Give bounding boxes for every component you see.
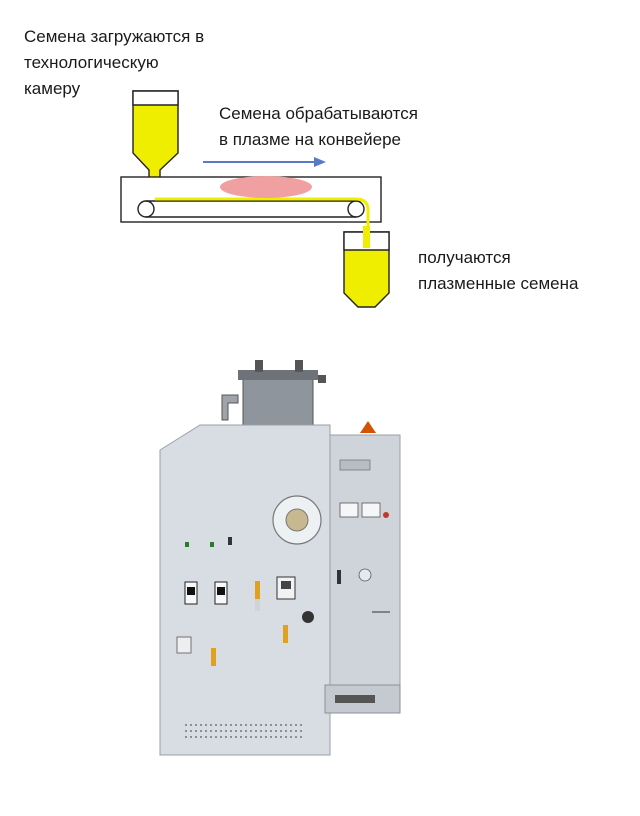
plasma-processing-label: Семена обрабатываются в плазме на конвей…	[219, 104, 418, 149]
receiving-hopper	[343, 226, 390, 308]
process-schematic	[120, 90, 390, 308]
right-cabinet	[329, 421, 401, 686]
vacuum-chamber-top	[221, 360, 326, 431]
flow-arrow-icon	[203, 157, 326, 167]
ventilation-grille	[185, 724, 305, 738]
control-panel	[176, 537, 314, 666]
conveyor-belt	[137, 197, 370, 232]
observation-window	[272, 495, 322, 545]
plasma-seeds-result-label: получаются плазменные семена	[418, 248, 579, 293]
seed-loading-label: Семена загружаются в технологическую кам…	[24, 27, 205, 98]
plasma-ellipse	[220, 176, 312, 198]
plasma-machine-image	[159, 360, 401, 756]
loading-hopper	[132, 90, 179, 198]
